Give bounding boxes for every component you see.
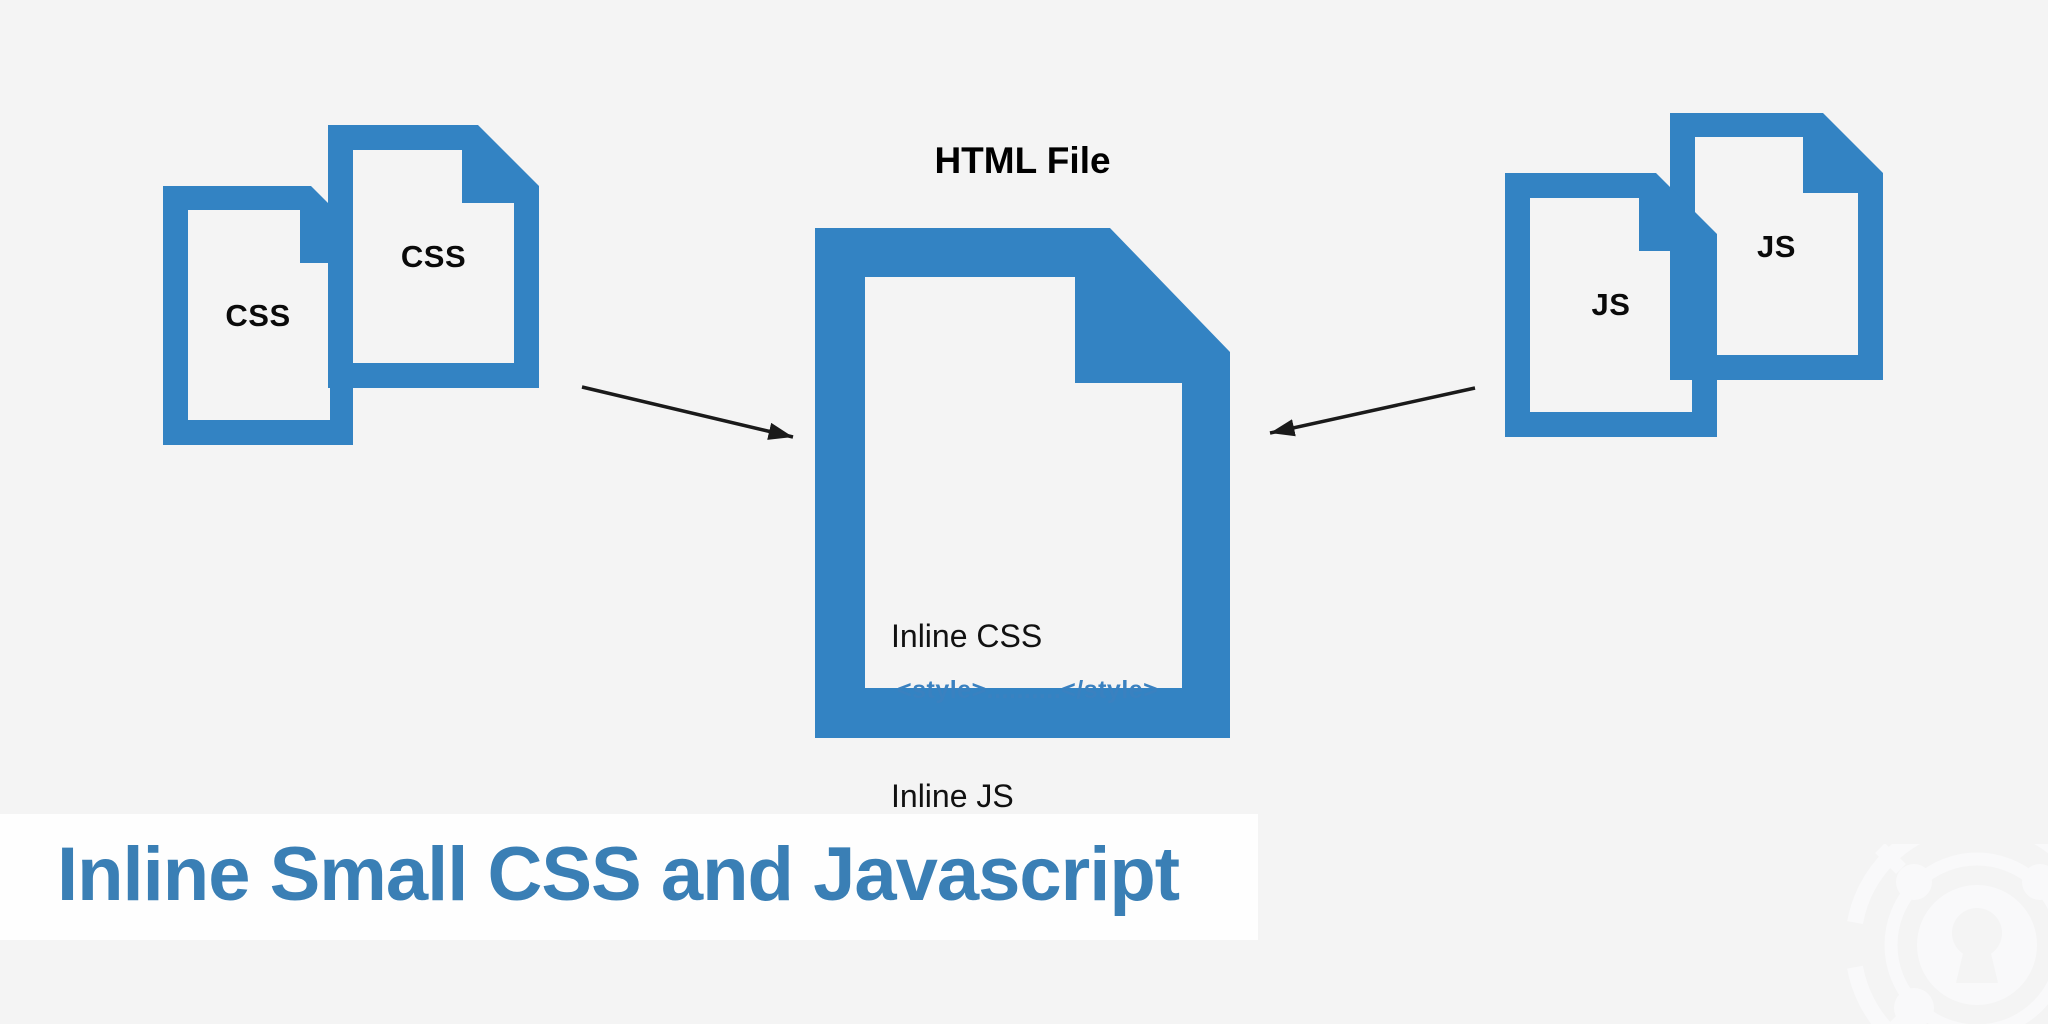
css-file-back-label: CSS [225,297,291,333]
headline-banner: Inline Small CSS and Javascript [0,814,1258,940]
html-file-title: HTML File [934,140,1111,181]
inline-js-heading: Inline JS [891,778,1014,814]
js-file-back: JS [1670,113,1883,380]
js-file-back-icon [1670,113,1883,380]
js-to-html-arrow [1269,386,1476,437]
js-file-back-label: JS [1757,228,1796,264]
html-file-icon [815,228,1230,738]
js-file-front-icon [1505,173,1717,437]
css-file-front-label: CSS [400,238,467,274]
headline-text: Inline Small CSS and Javascript [57,832,1180,917]
css-file-front: CSS [328,125,539,388]
js-file-front-label: JS [1591,287,1631,322]
css-file-back-icon [163,186,353,445]
inline-css-heading: Inline CSS [891,618,1043,654]
keyhole-watermark-icon [1845,844,2048,1024]
css-file-front-icon [328,125,539,388]
css-file-back: CSS [163,186,353,445]
js-file-front: JS [1505,173,1717,437]
css-to-html-arrow [581,385,794,440]
inline-css-code: <style>..........</style> [897,676,1159,704]
html-file: Inline CSS <style>..........</style> Inl… [815,228,1230,861]
